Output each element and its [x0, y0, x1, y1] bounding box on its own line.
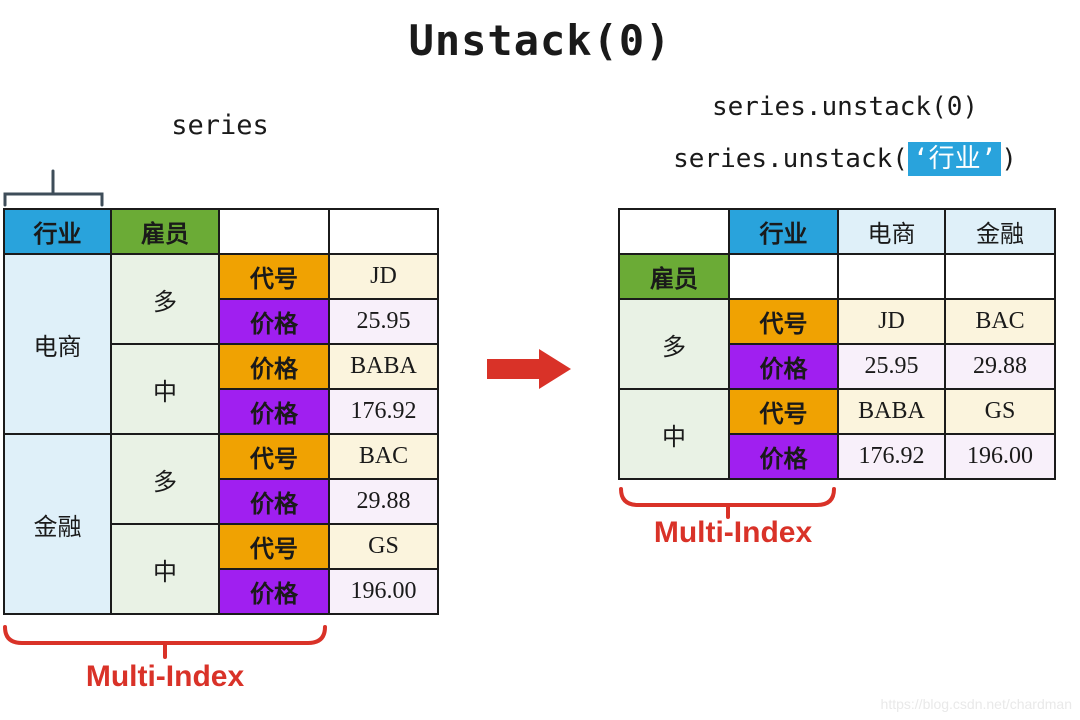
left-metric-label: 价格: [218, 478, 330, 525]
table-row: 中 价格 BABA: [4, 343, 439, 435]
right-empty-cell: [837, 253, 946, 300]
right-col-ecommerce: 电商: [837, 208, 946, 255]
left-metric-value: 29.88: [328, 478, 439, 525]
table-row: 价格 25.95: [4, 298, 439, 345]
left-header-empty-1: [218, 208, 330, 255]
right-header-employee: 雇员: [618, 253, 730, 300]
left-index-employee-mid-2: 中: [110, 523, 220, 615]
left-multi-index-label: Multi-Index: [85, 660, 245, 693]
right-header-industry: 行业: [728, 208, 839, 255]
right-metric-value: JD: [837, 298, 946, 345]
left-metric-label: 代号: [218, 433, 330, 480]
table-row: 价格 176.92: [4, 388, 439, 435]
code-line2-prefix: series.unstack(: [673, 144, 908, 174]
right-col-finance: 金融: [944, 208, 1056, 255]
table-row: 中 代号 BABA GS: [618, 388, 1056, 480]
right-empty-cell: [728, 253, 839, 300]
right-metric-label: 代号: [728, 388, 839, 435]
right-table: 行业 电商 金融 雇员 多 代号 JD BAC 价格 25.95 29.88 中…: [618, 208, 1056, 480]
left-metric-value: GS: [328, 523, 439, 570]
page-title: Unstack(0): [408, 16, 672, 65]
table-row: 雇员: [618, 253, 1056, 300]
left-metric-value: 196.00: [328, 568, 439, 615]
right-multi-index-label: Multi-Index: [653, 516, 813, 549]
left-metric-value: BABA: [328, 343, 439, 390]
right-metric-value: 176.92: [837, 433, 946, 480]
left-metric-label: 价格: [218, 388, 330, 435]
right-metric-label: 价格: [728, 343, 839, 390]
right-empty-cell: [944, 253, 1056, 300]
table-row: 金融 多 代号 BAC: [3, 433, 439, 615]
code-block: series.unstack(0) series.unstack(‘行业’): [620, 90, 1070, 176]
right-metric-label: 价格: [728, 433, 839, 480]
right-header-empty-corner: [618, 208, 730, 255]
right-metric-value: BAC: [944, 298, 1056, 345]
right-index-employee-mid: 中: [618, 388, 730, 480]
left-metric-label: 代号: [218, 253, 330, 300]
left-index-employee-many-1: 多: [110, 253, 220, 345]
table-row: 价格 25.95 29.88: [619, 343, 1056, 390]
right-multi-index-brace: [619, 487, 836, 519]
table-row: 价格 29.88: [4, 478, 439, 525]
right-metric-value: BABA: [837, 388, 946, 435]
table-row: 行业 电商 金融: [618, 208, 1056, 255]
arrow-right-icon: [487, 349, 571, 389]
left-metric-label: 代号: [218, 523, 330, 570]
code-line2-suffix: ): [1001, 144, 1017, 174]
table-row: 多 代号 JD BAC: [618, 298, 1056, 390]
left-metric-label: 价格: [218, 343, 330, 390]
left-metric-label: 价格: [218, 568, 330, 615]
table-row: 行业 雇员: [3, 208, 439, 255]
right-metric-value: 25.95: [837, 343, 946, 390]
left-metric-value: BAC: [328, 433, 439, 480]
right-metric-value: 29.88: [944, 343, 1056, 390]
right-metric-label: 代号: [728, 298, 839, 345]
left-metric-label: 价格: [218, 298, 330, 345]
left-index-industry-finance: 金融: [3, 433, 112, 615]
table-row: 中 代号 GS: [4, 523, 439, 615]
left-header-empty-2: [328, 208, 439, 255]
left-metric-value: 25.95: [328, 298, 439, 345]
left-metric-value: JD: [328, 253, 439, 300]
table-row: 电商 多 代号 JD: [3, 253, 439, 435]
code-highlight-hangye: ‘行业’: [907, 142, 1002, 176]
series-label: series: [171, 110, 269, 141]
left-header-industry: 行业: [3, 208, 112, 255]
table-row: 价格 196.00: [4, 568, 439, 615]
code-line-unstack-hangye: series.unstack(‘行业’): [620, 142, 1070, 176]
table-row: 价格 176.92 196.00: [619, 433, 1056, 480]
left-index-employee-mid-1: 中: [110, 343, 220, 435]
left-index-industry-ecommerce: 电商: [3, 253, 112, 435]
left-metric-value: 176.92: [328, 388, 439, 435]
left-index-employee-many-2: 多: [110, 433, 220, 525]
right-metric-value: GS: [944, 388, 1056, 435]
code-line-unstack0: series.unstack(0): [711, 92, 979, 122]
left-table: 行业 雇员 电商 多 代号 JD 价格 25.95 中 价格 BABA 价格 1…: [3, 208, 439, 615]
top-column-bracket: [3, 169, 104, 207]
watermark: https://blog.csdn.net/chardman: [880, 696, 1072, 712]
left-header-employee: 雇员: [110, 208, 220, 255]
right-metric-value: 196.00: [944, 433, 1056, 480]
right-index-employee-many: 多: [618, 298, 730, 390]
left-multi-index-brace: [3, 625, 327, 659]
